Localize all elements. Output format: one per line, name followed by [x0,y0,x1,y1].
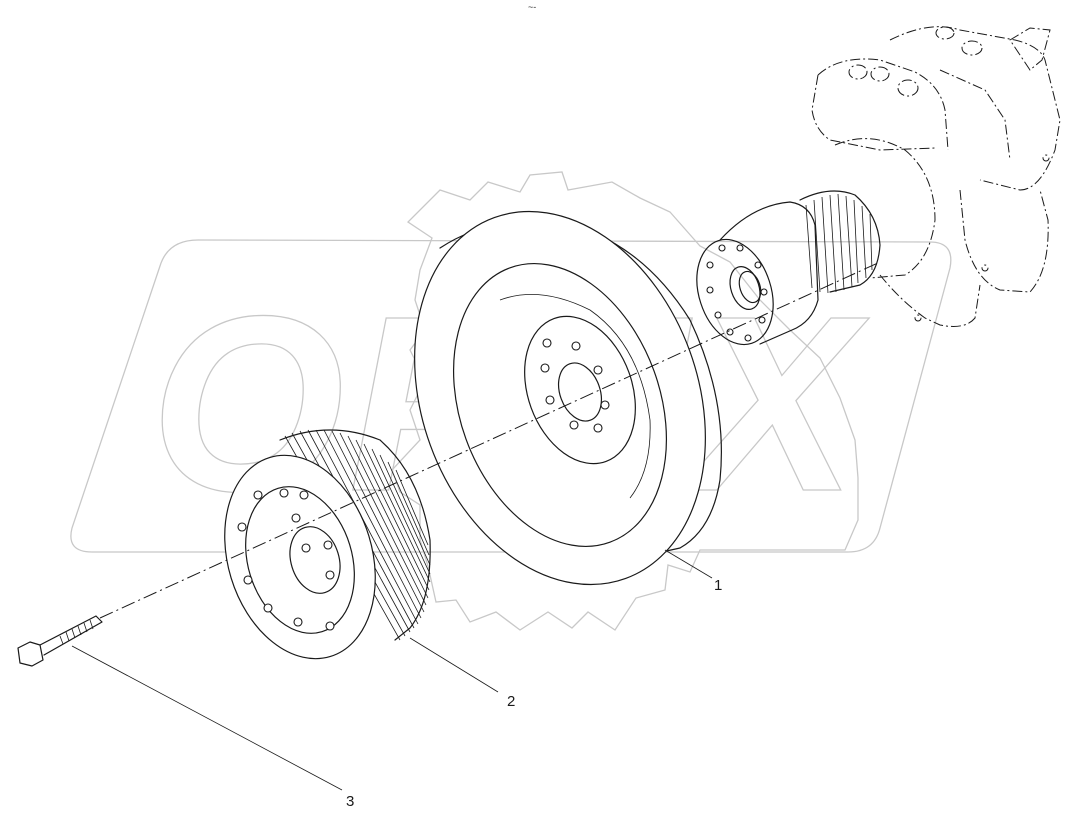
watermark-gear-icon [391,171,859,631]
crankshaft [799,26,1061,327]
callout-2: 2 [507,693,515,710]
crankshaft-pulley [224,429,431,660]
leader-line-2 [409,637,499,693]
crankshaft-hub [696,201,819,346]
bolt [17,615,103,667]
assembly-axis [99,261,881,619]
callout-3: 3 [346,793,354,810]
leader-line-1 [664,549,713,579]
leader-line-3 [71,645,343,791]
top-mark: ~- [528,2,536,12]
callout-1: 1 [714,577,722,594]
vibration-damper [414,210,722,586]
watermark-plate [70,239,952,553]
